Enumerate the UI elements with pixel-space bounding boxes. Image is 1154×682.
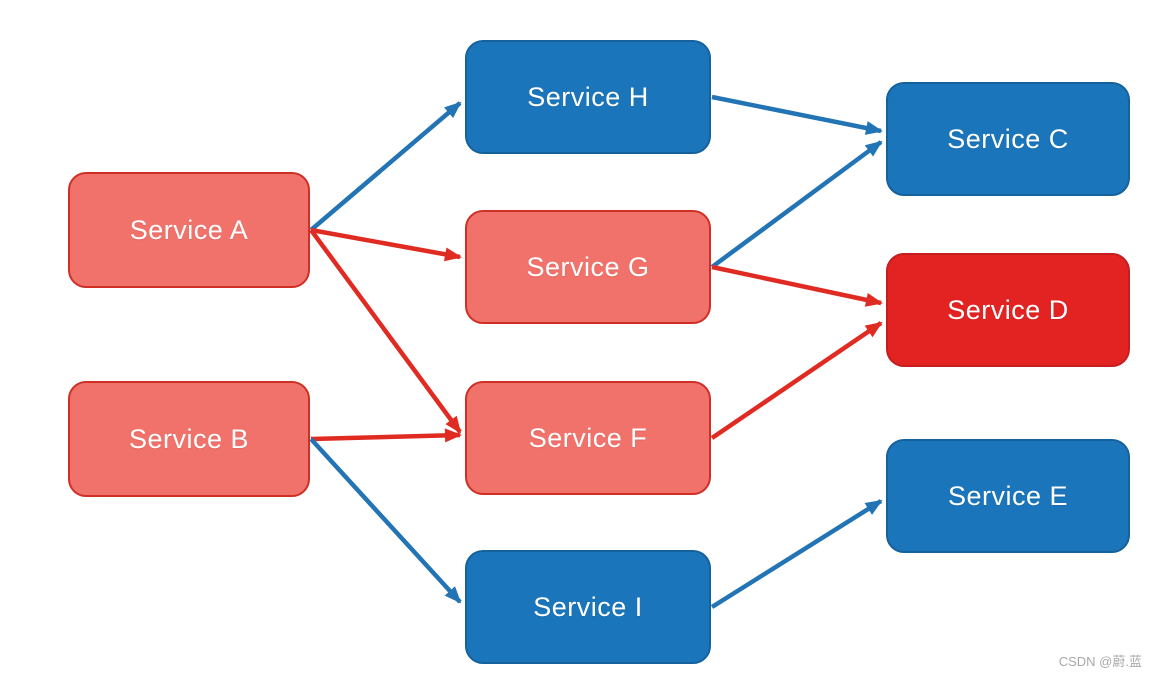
node-label: Service I xyxy=(533,591,643,622)
edge-H-to-C xyxy=(711,94,883,135)
node-service-b: Service B xyxy=(68,381,310,497)
node-service-a: Service A xyxy=(68,172,310,288)
edge-A-to-F xyxy=(309,228,462,434)
node-service-i: Service I xyxy=(465,550,711,664)
edge-F-to-D xyxy=(710,321,883,440)
node-service-g: Service G xyxy=(465,210,711,324)
watermark: CSDN @蔚.蓝 xyxy=(1058,654,1142,669)
node-label: Service B xyxy=(128,423,250,454)
edge-B-to-I xyxy=(309,437,462,604)
node-label: Service D xyxy=(947,294,1069,325)
node-label: Service C xyxy=(947,123,1069,154)
node-service-f: Service F xyxy=(465,381,711,495)
node-label: Service A xyxy=(129,214,249,245)
node-service-c: Service C xyxy=(886,82,1130,196)
edge-B-to-F xyxy=(310,428,462,443)
node-label: Service E xyxy=(947,480,1069,511)
edge-A-to-G xyxy=(310,227,462,262)
node-label: Service H xyxy=(527,81,649,112)
edge-I-to-E xyxy=(710,499,883,609)
node-label: Service G xyxy=(526,251,650,282)
node-service-h: Service H xyxy=(465,40,711,154)
edge-G-to-C xyxy=(710,140,883,269)
node-label: Service F xyxy=(528,422,648,453)
edge-A-to-H xyxy=(309,101,462,232)
edge-G-to-D xyxy=(711,264,883,307)
node-service-d: Service D xyxy=(886,253,1130,367)
node-service-e: Service E xyxy=(886,439,1130,553)
